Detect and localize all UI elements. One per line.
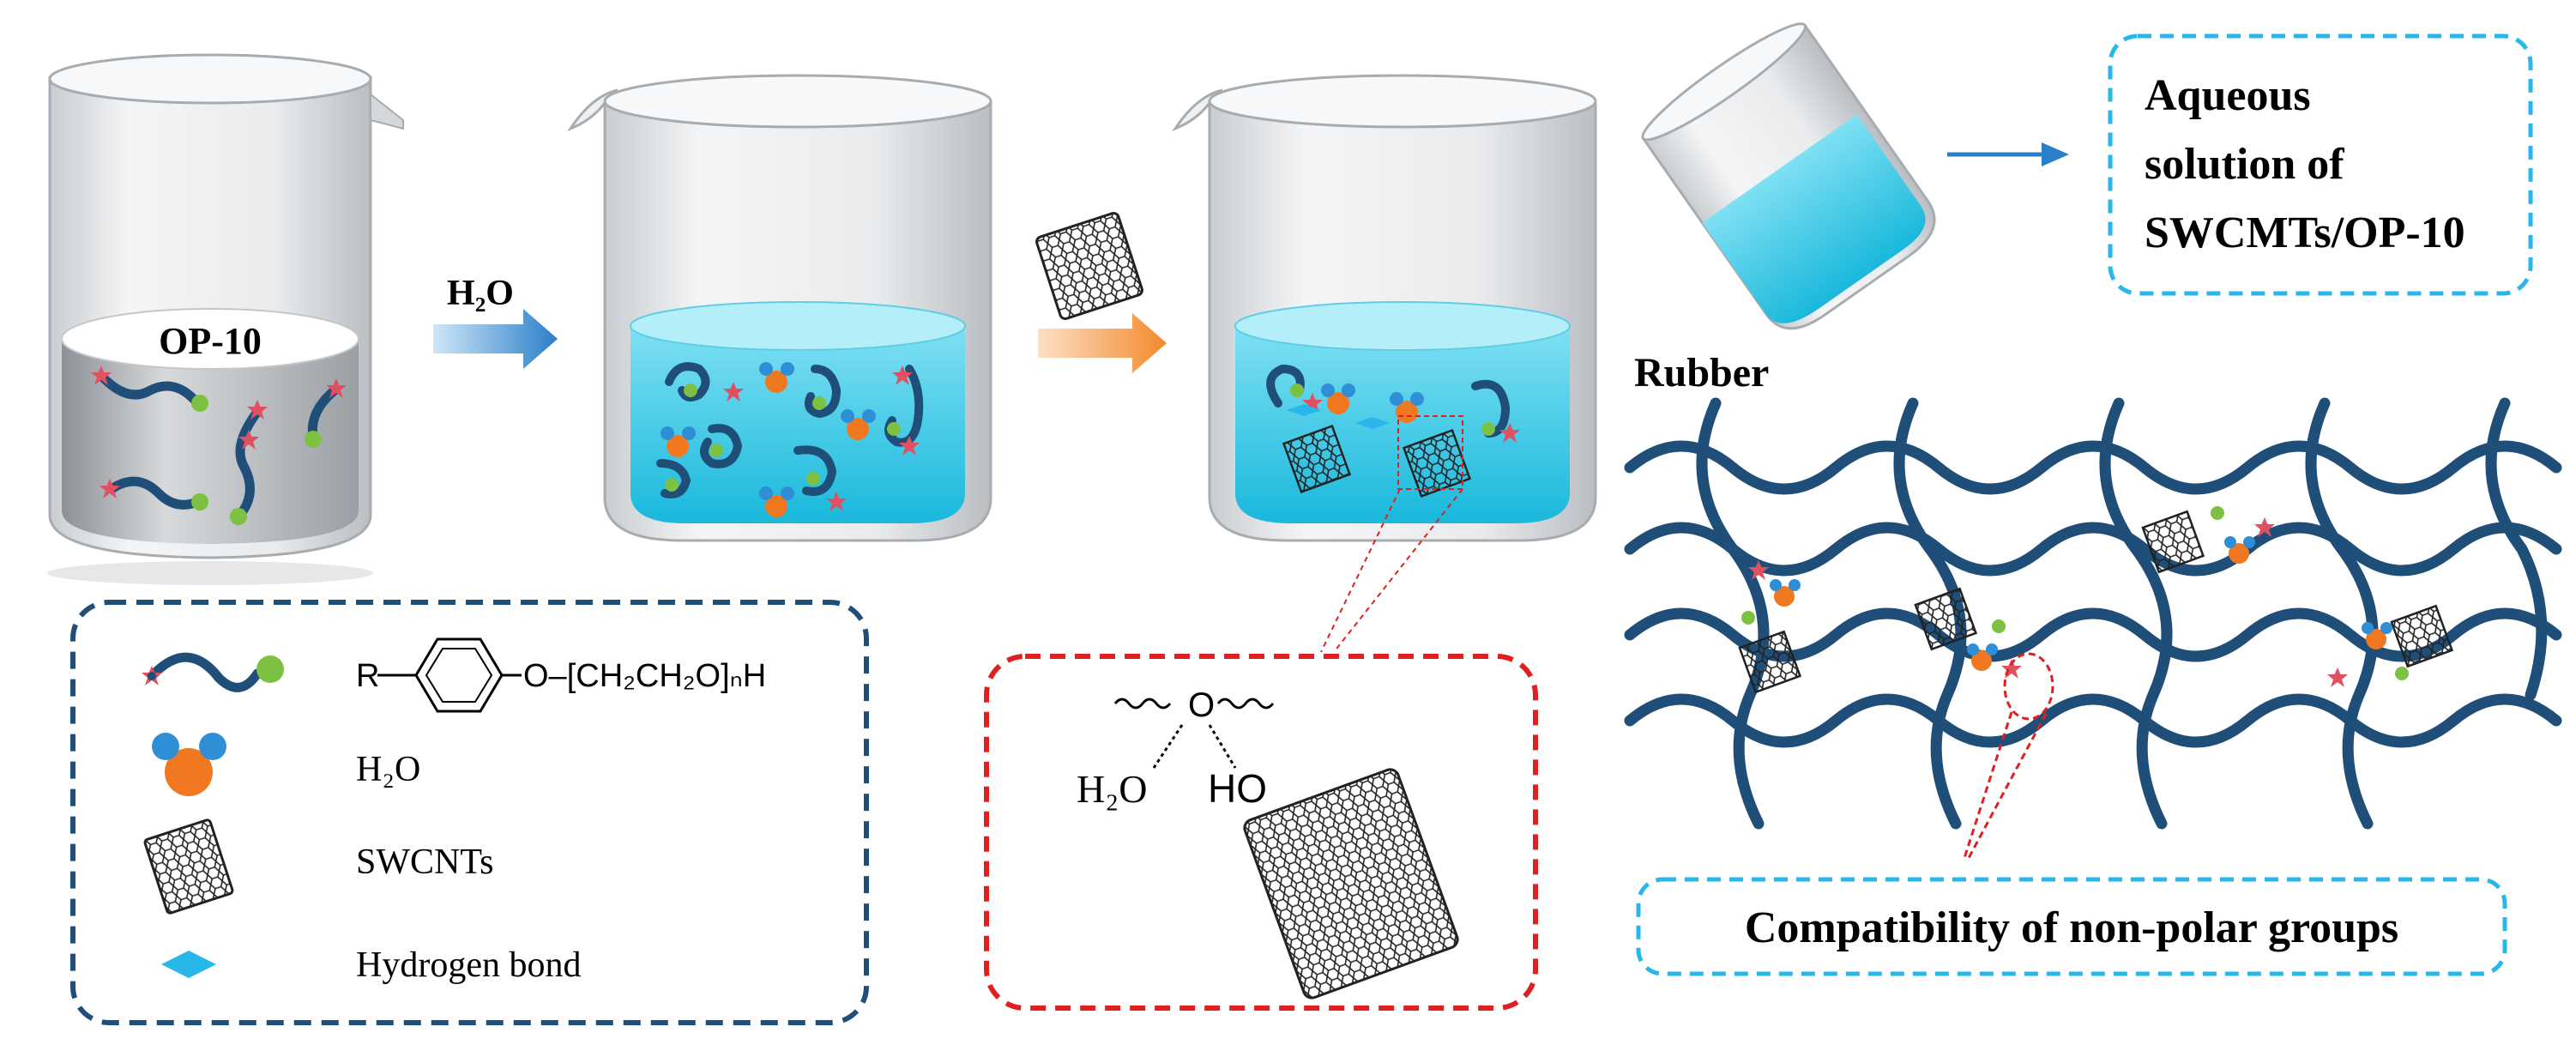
legend-hbond-symbol	[161, 951, 216, 978]
aqueous-line-3: SWCMTs/OP-10	[2145, 208, 2465, 257]
aqueous-solution-callout: Aqueous solution of SWCMTs/OP-10	[2108, 33, 2533, 296]
legend-swcnt-label: SWCNTs	[356, 843, 493, 882]
rubber-network	[1624, 397, 2562, 830]
compatibility-label: Compatibility of non-polar groups	[1745, 903, 2398, 952]
hbond-inset: O H₂O HO	[984, 654, 1538, 1011]
aqueous-line-1: Aqueous	[2145, 71, 2311, 120]
beaker-aqueous	[567, 74, 992, 542]
rubber-label: Rubber	[1634, 350, 1769, 396]
legend-surfactant-symbol	[142, 652, 284, 692]
compatibility-pointer	[1963, 652, 2054, 859]
network-swcnt-complexes	[1738, 506, 2454, 694]
beaker-swcnt	[1172, 74, 1597, 542]
surfactant-molecules	[98, 372, 340, 520]
legend-water-label: H₂O	[356, 750, 420, 789]
inset-oxygen: O	[1188, 686, 1215, 724]
swcnt-addition	[1035, 212, 1167, 373]
beaker-op10: OP-10	[47, 53, 404, 585]
legend-hbond-label: Hydrogen bond	[356, 945, 581, 985]
inset-swcnt	[1243, 768, 1459, 1000]
op10-label: OP-10	[159, 320, 262, 362]
arrow-to-solution	[1947, 142, 2069, 166]
inset-h2o: H₂O	[1077, 767, 1147, 811]
arrow-add-water: H₂O	[433, 274, 558, 369]
aqueous-line-2: solution of	[2145, 140, 2344, 189]
inset-ho: HO	[1208, 766, 1267, 811]
legend-swcnt-symbol	[143, 818, 234, 915]
formula-r: R	[356, 658, 379, 694]
h2o-arrow-label: H₂O	[447, 274, 514, 313]
legend: R O–[CH₂CH₂O]ₙH H₂O SWCNTs Hydrogen bond	[70, 600, 869, 1025]
legend-formula: R O–[CH₂CH₂O]ₙH	[356, 637, 766, 713]
water-molecules	[661, 362, 876, 517]
zoom-lines	[1320, 488, 1463, 653]
formula-chain: O–[CH₂CH₂O]ₙH	[523, 658, 766, 694]
legend-water-symbol	[152, 733, 226, 796]
pouring-beaker	[1641, 22, 1936, 330]
compatibility-callout: Compatibility of non-polar groups	[1636, 877, 2507, 976]
